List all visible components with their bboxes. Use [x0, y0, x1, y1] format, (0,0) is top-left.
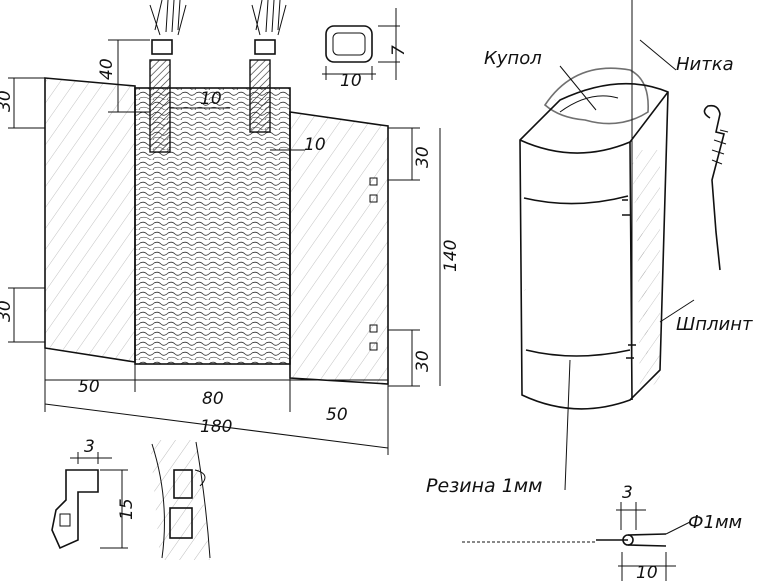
label-rezina: Резина 1мм: [426, 475, 542, 497]
dim-50-left: 50: [78, 377, 100, 397]
strap-right: [249, 0, 287, 133]
leader-lines: [559, 39, 695, 491]
dim-140: 140: [441, 240, 461, 272]
dim-30-left-bottom: 30: [0, 300, 15, 322]
dim-30-left-top: 30: [0, 90, 15, 112]
grommets: [369, 177, 378, 351]
dim-50-right: 50: [326, 405, 348, 425]
dim-80: 80: [202, 389, 224, 409]
dim-buckle-10: 10: [340, 71, 362, 91]
dim-clip-3: 3: [84, 437, 95, 457]
clip-detail: [51, 452, 128, 550]
dim-40: 40: [97, 58, 117, 80]
strap-left: [149, 0, 187, 153]
rubber-pin-detail: [462, 502, 691, 581]
dim-180: 180: [200, 417, 232, 437]
label-nitka: Нитка: [676, 54, 734, 75]
dim-10-side: 10: [304, 135, 326, 155]
dim-pin-3: 3: [622, 483, 633, 503]
dim-buckle-7: 7: [389, 45, 409, 56]
label-shplint: Шплинт: [676, 314, 753, 335]
dim-10-strap: 10: [200, 89, 222, 109]
buckle-detail: [322, 8, 400, 80]
left-cloth-panel: [45, 78, 135, 362]
label-kupol: Купол: [484, 48, 542, 69]
pack-flat-pattern: 40 10 10 30 30 30 30 140 50 80 50 180: [0, 0, 461, 455]
dim-pin-10: 10: [636, 563, 658, 581]
dim-30-right-bottom: 30: [413, 350, 433, 372]
label-diameter: Ф1мм: [688, 512, 742, 533]
dim-clip-15: 15: [117, 498, 137, 520]
dim-30-right-top: 30: [413, 146, 433, 168]
right-cloth-panel: [290, 112, 388, 384]
pack-3d-view: [475, 0, 729, 410]
dimension-lines: [8, 39, 441, 455]
clip-installed-sketch: [150, 440, 211, 560]
